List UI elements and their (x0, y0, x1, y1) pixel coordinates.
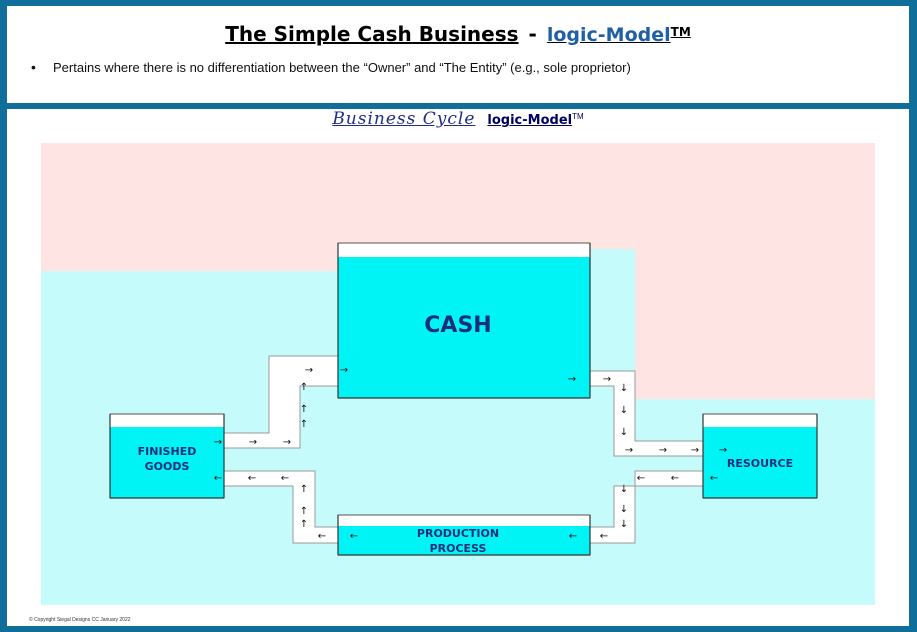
flow-arrows: → → → ↑ ↑ ↑ → → → → ↓ ↓ ↓ → → → → ← ← ← … (214, 365, 727, 542)
finished-goods-label-line1: FINISHED (138, 445, 197, 458)
arrow-right-icon: → (625, 445, 633, 456)
business-cycle-diagram: CASH FINISHED GOODS RESOURCE PRODUCTIO (41, 143, 875, 605)
diagram-title-text: Business Cycle (332, 109, 476, 129)
copyright-note: © Copyright Siegal Designs CC January 20… (29, 617, 131, 623)
production-process-tank: PRODUCTION PROCESS (337, 514, 591, 556)
arrow-up-icon: ↑ (300, 404, 308, 415)
header-panel: The Simple Cash Business-logic-ModelTM •… (7, 6, 909, 103)
upper-zone (41, 143, 875, 399)
arrow-left-icon: ← (671, 473, 679, 484)
arrow-down-icon: ↓ (620, 427, 628, 438)
arrow-down-icon: ↓ (620, 484, 628, 495)
arrow-right-icon: → (249, 437, 257, 448)
page-title-trademark: TM (670, 25, 691, 39)
arrow-up-icon: ↑ (300, 419, 308, 430)
production-label-line2: PROCESS (430, 542, 487, 555)
arrow-left-icon: ← (710, 473, 718, 484)
resource-label: RESOURCE (727, 457, 793, 470)
arrow-up-icon: ↑ (300, 484, 308, 495)
finished-goods-tank-fill (110, 427, 224, 498)
cash-tank: CASH (337, 242, 591, 399)
bullet-text: Pertains where there is no differentiati… (53, 60, 631, 75)
diagram-panel: CASH FINISHED GOODS RESOURCE PRODUCTIO (7, 109, 909, 626)
arrow-left-icon: ← (350, 531, 358, 542)
arrow-up-icon: ↑ (300, 382, 308, 393)
cash-tank-fill (338, 257, 590, 398)
resource-tank: RESOURCE (702, 413, 818, 499)
arrow-right-icon: → (305, 365, 313, 376)
bullet-item: • Pertains where there is no differentiat… (31, 59, 631, 75)
arrow-left-icon: ← (214, 473, 222, 484)
arrow-right-icon: → (568, 374, 576, 385)
arrow-right-icon: → (691, 445, 699, 456)
page-title-separator: - (528, 22, 537, 46)
arrow-right-icon: → (283, 437, 291, 448)
page-title-brand: logic-Model (546, 24, 671, 46)
bullet-icon: • (31, 59, 36, 75)
arrow-left-icon: ← (569, 531, 577, 542)
arrow-right-icon: → (719, 445, 727, 456)
arrow-left-icon: ← (600, 531, 608, 542)
resource-tank-fill (703, 427, 817, 498)
page-title: The Simple Cash Business-logic-ModelTM (7, 20, 909, 47)
arrow-up-icon: ↑ (300, 519, 308, 530)
arrow-left-icon: ← (248, 473, 256, 484)
arrow-right-icon: → (603, 374, 611, 385)
arrow-down-icon: ↓ (620, 405, 628, 416)
arrow-right-icon: → (340, 365, 348, 376)
arrow-left-icon: ← (318, 531, 326, 542)
arrow-right-icon: → (659, 445, 667, 456)
arrow-down-icon: ↓ (620, 383, 628, 394)
finished-goods-tank: FINISHED GOODS (109, 413, 225, 499)
page-title-main: The Simple Cash Business (225, 22, 519, 46)
arrow-right-icon: → (214, 437, 222, 448)
production-tank-fill (338, 526, 590, 555)
arrow-up-icon: ↑ (300, 506, 308, 517)
production-label-line1: PRODUCTION (417, 527, 499, 540)
finished-goods-label-line2: GOODS (145, 460, 190, 473)
diagram-title-trademark: TM (572, 112, 584, 121)
cash-label: CASH (424, 313, 491, 338)
diagram-title-brand: logic-Model (487, 113, 573, 128)
diagram-title: Business Cycle logic-ModelTM (7, 109, 909, 129)
arrow-down-icon: ↓ (620, 519, 628, 530)
arrow-down-icon: ↓ (620, 504, 628, 515)
arrow-left-icon: ← (637, 473, 645, 484)
arrow-left-icon: ← (281, 473, 289, 484)
